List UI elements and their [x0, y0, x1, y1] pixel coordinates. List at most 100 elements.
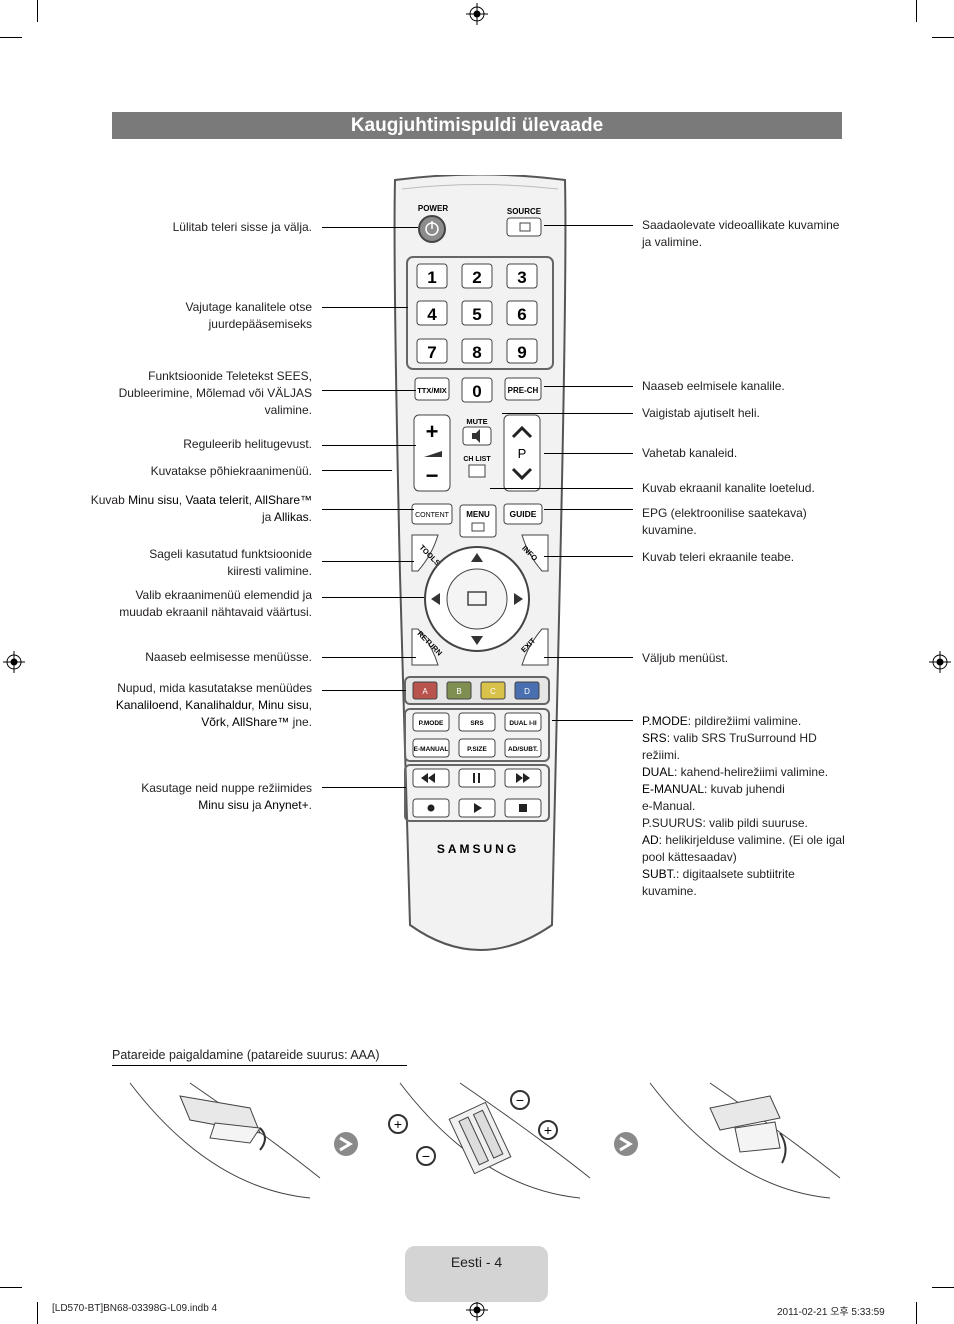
function-button-p-size[interactable]	[458, 738, 496, 758]
volume-icon	[424, 451, 442, 457]
registration-mark-icon	[3, 651, 25, 673]
svg-text:+: +	[544, 1122, 552, 1138]
callout-power: Lülitab teleri sisse ja välja.	[172, 220, 312, 234]
digit-1-text: 1	[427, 268, 436, 287]
callout-info: Kuvab teleri ekraanile teabe.	[642, 550, 795, 564]
crop-mark	[916, 1302, 917, 1324]
crop-mark	[932, 1287, 954, 1288]
digit-2-text: 2	[472, 268, 481, 287]
color-button-b[interactable]	[446, 681, 472, 700]
digit-8-button[interactable]	[461, 338, 493, 364]
callout-chlist: Kuvab ekraanil kanalite loetelud.	[642, 481, 815, 495]
digit-5-button[interactable]	[461, 300, 493, 326]
return-button[interactable]	[411, 628, 439, 666]
digit-7-text: 7	[427, 343, 436, 362]
callout-content: Kuvab Minu sisu, Vaata telerit, AllShare…	[90, 493, 312, 524]
power-text: POWER	[418, 204, 448, 213]
color-button-label: B	[456, 687, 461, 696]
guide-button[interactable]	[503, 503, 543, 525]
svg-text:−: −	[516, 1092, 524, 1108]
registration-mark-icon	[466, 1299, 488, 1321]
digit-4-button[interactable]	[416, 300, 448, 326]
digit-5-text: 5	[472, 305, 481, 324]
color-button-a[interactable]	[412, 681, 438, 700]
digit-0-text: 0	[472, 382, 481, 401]
pre-ch-text: PRE-CH	[508, 386, 539, 395]
digit-4-text: 4	[427, 305, 437, 324]
function-button-dual-i-ii[interactable]	[504, 712, 542, 732]
media-buttons-frame	[404, 764, 550, 822]
function-button-e-manual[interactable]	[412, 738, 450, 758]
crop-mark	[37, 1302, 38, 1324]
channel-up-icon	[511, 425, 533, 439]
record-icon	[427, 804, 435, 812]
pre-ch-button[interactable]	[504, 377, 542, 401]
digit-9-button[interactable]	[506, 338, 538, 364]
digit-0-button[interactable]	[461, 377, 493, 403]
digit-7-button[interactable]	[416, 338, 448, 364]
callout-mute: Vaigistab ajutiselt heli.	[642, 406, 760, 420]
function-button-p-mode[interactable]	[412, 712, 450, 732]
color-button-c[interactable]	[480, 681, 506, 700]
battery-install-illustration: + − + −	[129, 1082, 841, 1199]
callout-exit: Väljub menüüst.	[642, 651, 729, 665]
function-button-srs[interactable]	[458, 712, 496, 732]
digit-6-button[interactable]	[506, 300, 538, 326]
mute-text: MUTE	[466, 417, 487, 426]
footer-timestamp: 2011-02-21 오후 5:33:59	[777, 1307, 885, 1318]
menu-icon	[471, 522, 485, 532]
number-pad-frame	[406, 256, 554, 370]
exit-button[interactable]	[521, 628, 549, 666]
source-button[interactable]	[506, 217, 542, 237]
page-title: Kaugjuhtimispuldi ülevaade	[112, 112, 842, 139]
callout-volume: Reguleerib helitugevust.	[183, 437, 312, 451]
arrow-icon	[614, 1132, 638, 1156]
function-button-ad-subt-[interactable]	[504, 738, 542, 758]
battery-step-1	[129, 1082, 321, 1199]
channel-rocker[interactable]	[503, 414, 541, 492]
page-number: Eesti - 4	[450, 1254, 503, 1270]
color-button-d[interactable]	[514, 681, 540, 700]
battery-step-3	[649, 1082, 841, 1199]
down-arrow-icon	[471, 636, 483, 645]
digit-3-text: 3	[517, 268, 526, 287]
pause-button[interactable]	[458, 768, 496, 788]
content-button[interactable]	[411, 503, 453, 525]
callout-ttx: Funktsioonide Teletekst SEES,Dubleerimin…	[118, 369, 312, 417]
channel-p-text: P	[518, 446, 527, 461]
digit-3-button[interactable]	[506, 263, 538, 289]
mute-icon	[472, 429, 480, 443]
enter-icon	[467, 591, 487, 606]
callout-menu: Kuvatakse põhiekraanimenüü.	[150, 464, 312, 478]
function-button-label: P.MODE	[419, 720, 444, 727]
ttx-mix-button[interactable]	[414, 377, 450, 401]
pause-icon	[473, 773, 475, 783]
callout-return: Naaseb eelmisesse menüüsse.	[145, 650, 312, 664]
info-button[interactable]	[521, 534, 549, 572]
menu-button[interactable]	[459, 504, 497, 538]
volume-down-icon: −	[426, 463, 439, 488]
crop-mark	[916, 0, 917, 22]
enter-button[interactable]	[446, 568, 508, 630]
guide-text: GUIDE	[510, 509, 537, 519]
color-button-label: C	[490, 687, 496, 696]
color-button-label: D	[524, 687, 530, 696]
left-arrow-icon	[431, 593, 440, 605]
ch-list-button[interactable]	[468, 464, 486, 478]
rewind-icon	[421, 773, 435, 783]
digit-1-button[interactable]	[416, 263, 448, 289]
volume-rocker[interactable]	[413, 414, 451, 492]
content-text: CONTENT	[415, 512, 450, 519]
color-button-label: A	[422, 687, 428, 696]
menu-text: MENU	[466, 510, 490, 519]
tools-button[interactable]	[411, 534, 439, 572]
function-button-label: P.SIZE	[467, 746, 487, 753]
digit-2-button[interactable]	[461, 263, 493, 289]
crop-mark	[37, 0, 38, 22]
function-button-label: AD/SUBT.	[508, 746, 538, 753]
